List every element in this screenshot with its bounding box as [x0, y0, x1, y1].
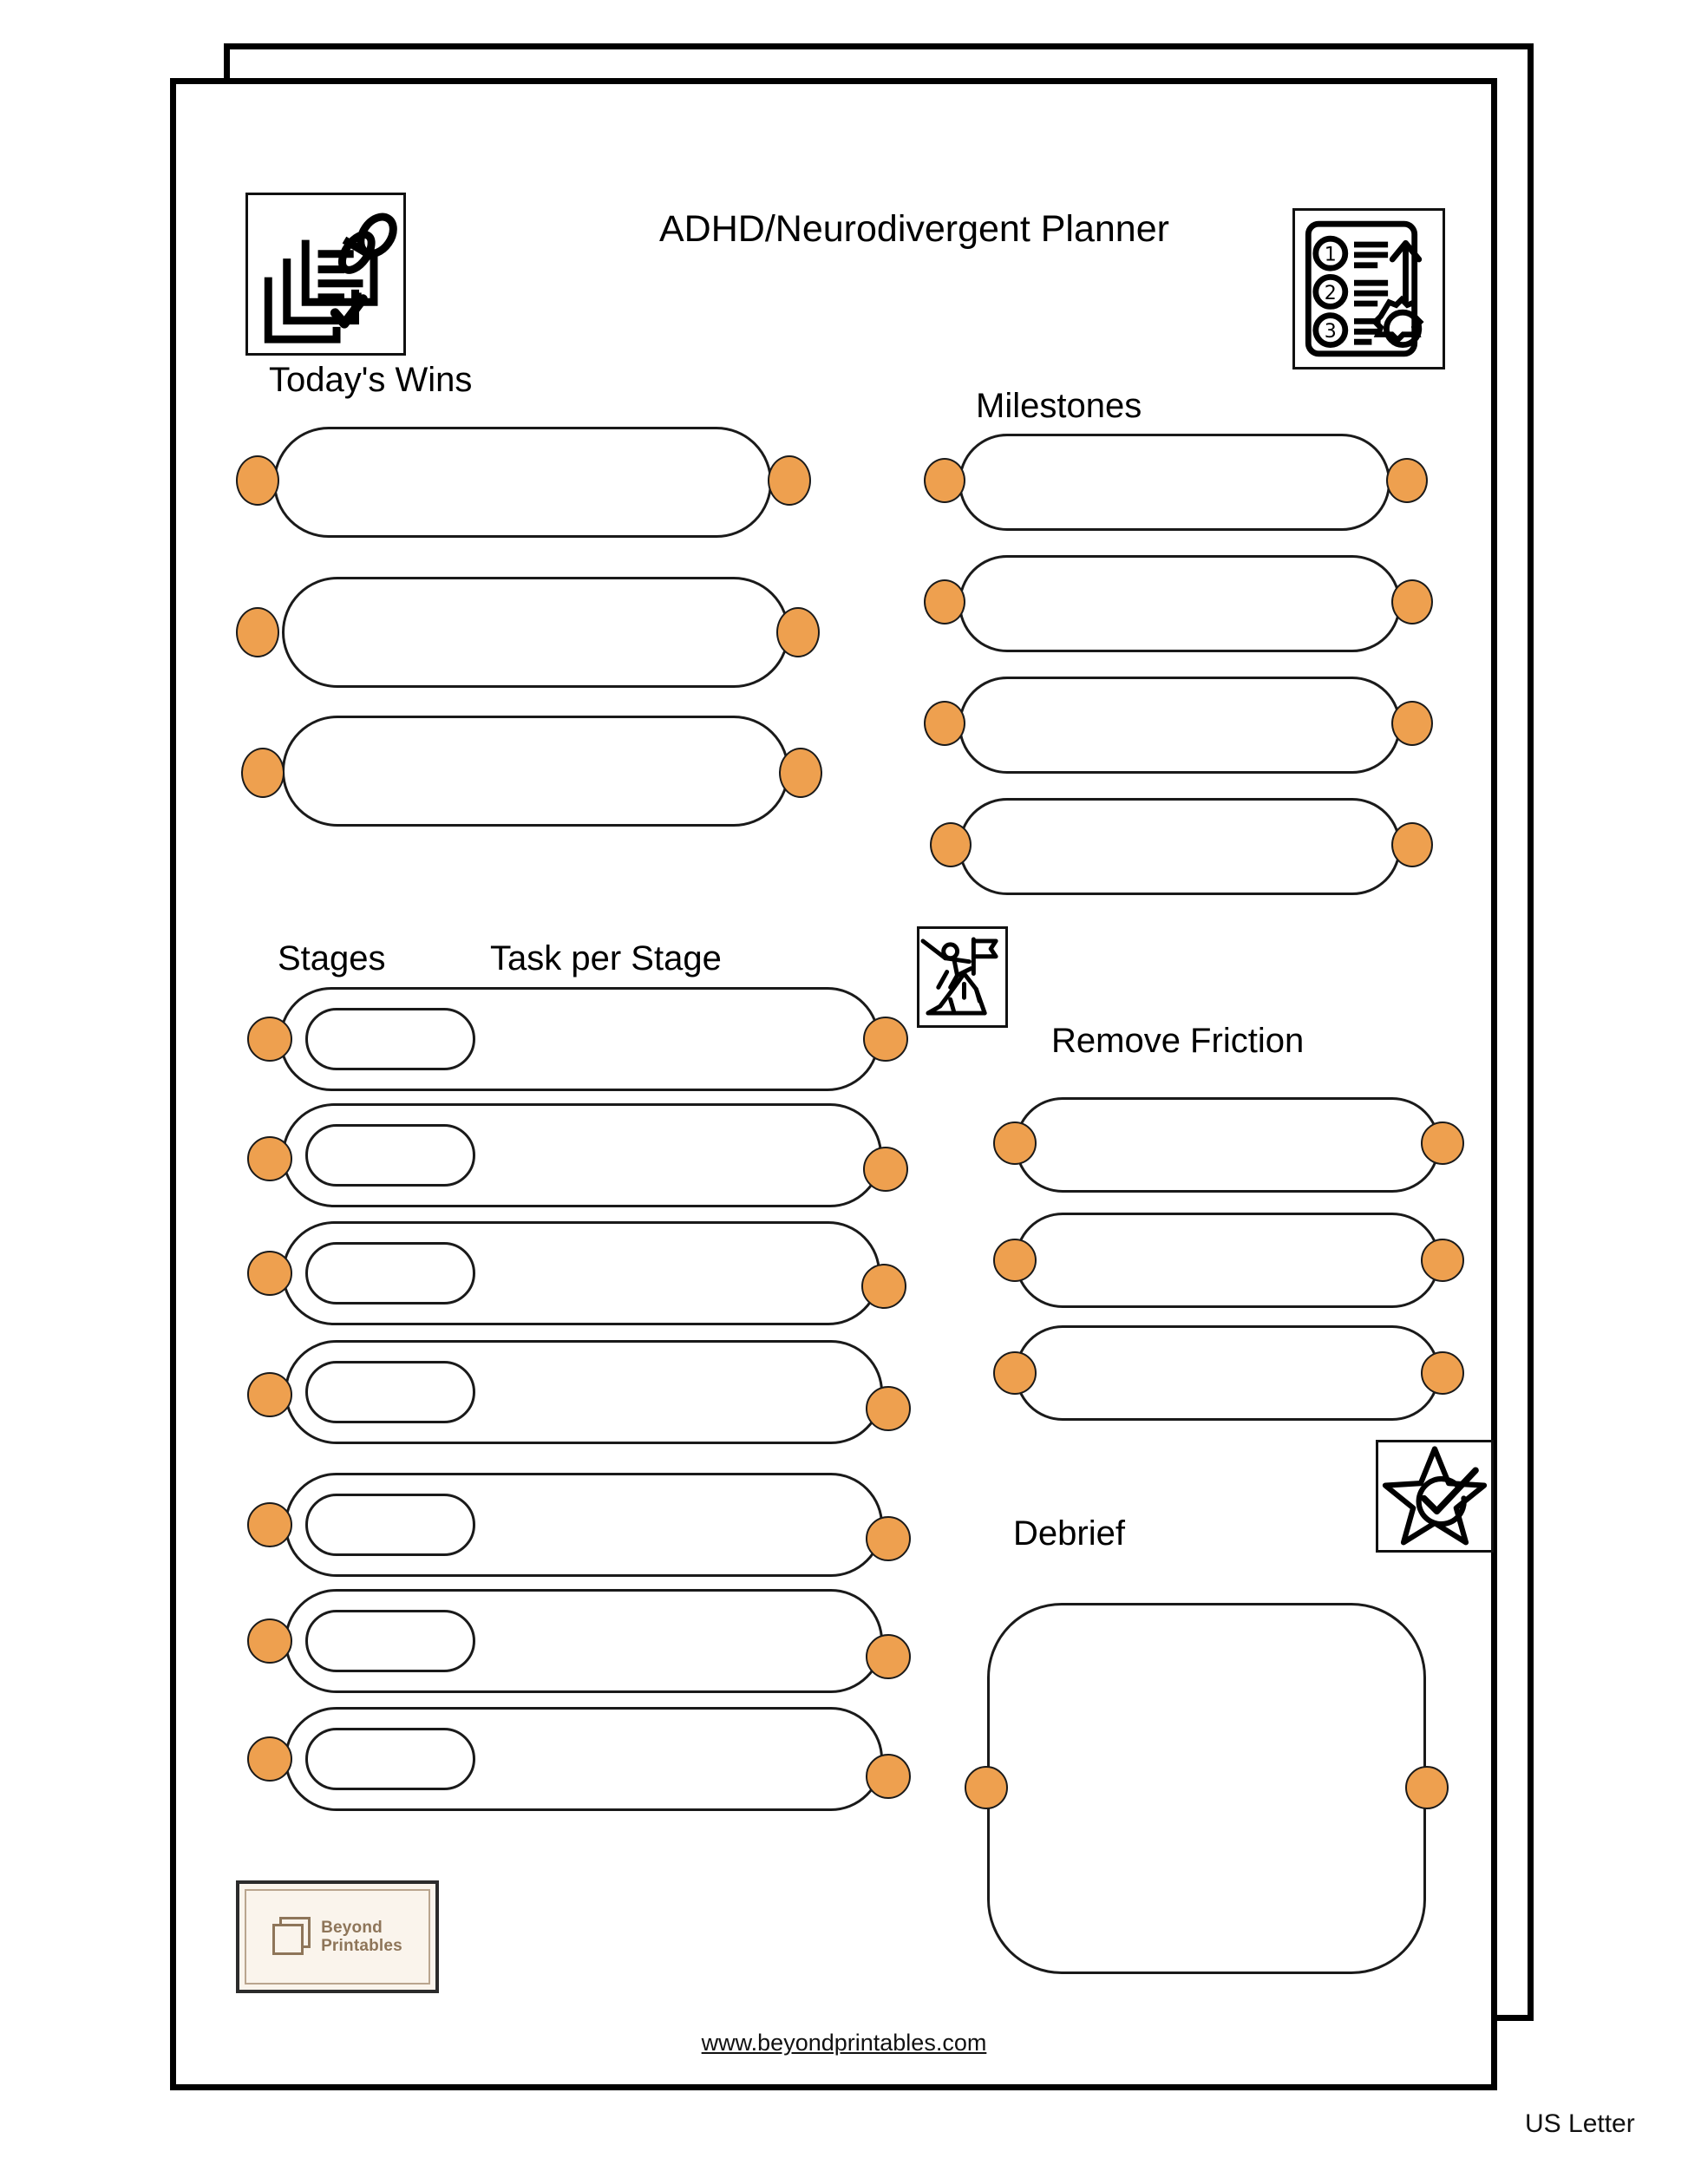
remove-friction-field-2[interactable] [1015, 1213, 1440, 1308]
stage-row-7-stage-field[interactable] [305, 1728, 475, 1790]
star-check-icon [1376, 1440, 1494, 1553]
stage-row-6-stage-field[interactable] [305, 1610, 475, 1672]
brand-logo-text: Beyond Printables [321, 1919, 402, 1956]
milestones-dot-right-4[interactable] [1391, 822, 1433, 867]
stage-row-2-stage-field[interactable] [305, 1124, 475, 1187]
section-label-remove-friction: Remove Friction [1051, 1022, 1305, 1060]
stacked-pages-icon [272, 1917, 312, 1957]
svg-text:3: 3 [1325, 320, 1337, 343]
stage-row-3-stage-field[interactable] [305, 1242, 475, 1305]
column-label-task-per-stage: Task per Stage [490, 939, 722, 978]
paper-size-label: US Letter [1525, 2109, 1635, 2138]
section-label-milestones: Milestones [976, 387, 1142, 425]
remove-friction-dot-left-1[interactable] [993, 1121, 1037, 1165]
stage-row-6-dot-right[interactable] [866, 1634, 911, 1679]
svg-text:2: 2 [1325, 282, 1337, 304]
todays-wins-field-3[interactable] [282, 716, 789, 827]
remove-friction-dot-right-1[interactable] [1421, 1121, 1464, 1165]
stage-row-1-dot-right[interactable] [863, 1017, 908, 1062]
todays-wins-field-1[interactable] [273, 427, 772, 538]
stage-row-3-task-field[interactable] [282, 1221, 880, 1325]
stage-row-6-dot-left[interactable] [247, 1618, 292, 1664]
section-label-debrief: Debrief [1013, 1514, 1125, 1553]
stage-row-4-dot-right[interactable] [866, 1386, 911, 1431]
brand-logo-line1: Beyond [321, 1918, 383, 1937]
remove-friction-dot-right-3[interactable] [1421, 1351, 1464, 1395]
remove-friction-field-1[interactable] [1015, 1097, 1440, 1193]
milestones-dot-left-4[interactable] [930, 822, 972, 867]
milestones-dot-left-3[interactable] [924, 701, 965, 746]
remove-friction-dot-left-2[interactable] [993, 1239, 1037, 1282]
documents-checklist-pin-icon [245, 193, 406, 356]
stage-row-3-dot-right[interactable] [861, 1264, 906, 1309]
stage-row-1-stage-field[interactable] [305, 1008, 475, 1070]
stage-row-7-dot-left[interactable] [247, 1736, 292, 1782]
milestones-field-1[interactable] [958, 434, 1390, 531]
stage-row-2-dot-right[interactable] [863, 1147, 908, 1192]
remove-friction-dot-left-3[interactable] [993, 1351, 1037, 1395]
milestones-dot-right-2[interactable] [1391, 579, 1433, 624]
stage-row-3-dot-left[interactable] [247, 1251, 292, 1296]
page-title: ADHD/Neurodivergent Planner [659, 208, 1169, 250]
brand-logo: Beyond Printables [236, 1880, 439, 1993]
remove-friction-dot-right-2[interactable] [1421, 1239, 1464, 1282]
milestones-dot-right-1[interactable] [1386, 458, 1428, 503]
stage-row-4-dot-left[interactable] [247, 1372, 292, 1417]
remove-friction-field-3[interactable] [1015, 1325, 1440, 1421]
milestones-dot-right-3[interactable] [1391, 701, 1433, 746]
debrief-dot-left[interactable] [965, 1766, 1008, 1809]
todays-wins-field-2[interactable] [282, 577, 789, 688]
stage-row-4-stage-field[interactable] [305, 1361, 475, 1423]
todays-wins-dot-left-2[interactable] [236, 607, 279, 657]
brand-logo-inner: Beyond Printables [245, 1889, 430, 1985]
numbered-list-gear-arrow-icon: 1 2 3 [1292, 208, 1445, 369]
debrief-field[interactable] [987, 1603, 1426, 1974]
stage-row-7-dot-right[interactable] [866, 1754, 911, 1799]
milestones-dot-left-2[interactable] [924, 579, 965, 624]
milestones-field-3[interactable] [958, 677, 1401, 774]
climber-summit-flag-icon [917, 926, 1008, 1028]
stage-row-5-stage-field[interactable] [305, 1494, 475, 1556]
stage-row-2-dot-left[interactable] [247, 1136, 292, 1181]
milestones-dot-left-1[interactable] [924, 458, 965, 503]
stage-row-1-dot-left[interactable] [247, 1017, 292, 1062]
todays-wins-dot-left-1[interactable] [236, 455, 279, 506]
todays-wins-dot-right-2[interactable] [776, 607, 820, 657]
milestones-field-4[interactable] [958, 798, 1401, 895]
column-label-stages: Stages [278, 939, 386, 978]
todays-wins-dot-right-1[interactable] [768, 455, 811, 506]
milestones-field-2[interactable] [958, 555, 1401, 652]
footer-website-link[interactable]: www.beyondprintables.com [701, 2030, 987, 2056]
todays-wins-dot-right-3[interactable] [779, 748, 822, 798]
svg-text:1: 1 [1325, 244, 1337, 266]
section-label-todays-wins: Today's Wins [269, 361, 473, 399]
todays-wins-dot-left-3[interactable] [241, 748, 285, 798]
debrief-dot-right[interactable] [1405, 1766, 1449, 1809]
brand-logo-line2: Printables [321, 1937, 402, 1955]
stage-row-5-dot-right[interactable] [866, 1516, 911, 1561]
stage-row-5-dot-left[interactable] [247, 1502, 292, 1547]
